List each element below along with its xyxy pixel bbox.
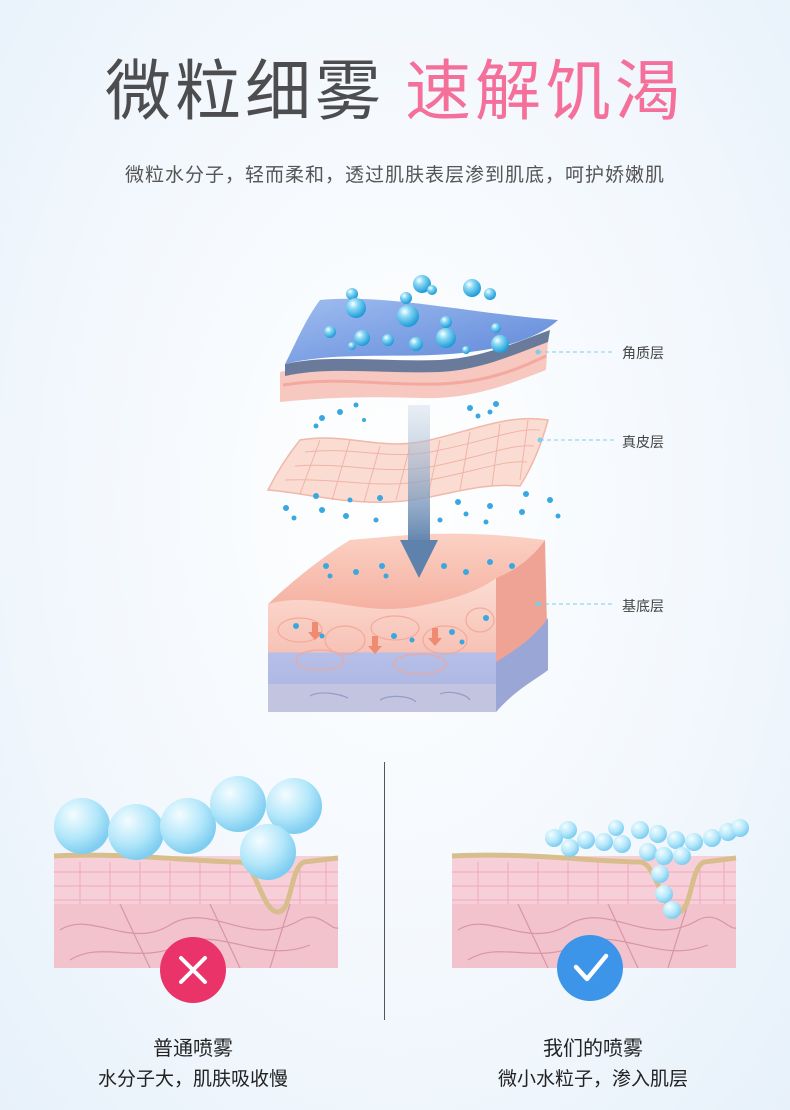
penetration-arrow-head — [400, 540, 438, 578]
basal-cube-bottom-band — [268, 684, 496, 712]
title-part-2: 速解饥渴 — [405, 53, 685, 130]
our-spray-description: 微小水粒子，渗入肌层 — [497, 1068, 688, 1090]
layer-leader-lines — [538, 351, 614, 605]
basal-cube-front — [268, 578, 496, 712]
penetration-arrow-shaft — [408, 405, 430, 545]
dermis-grid — [284, 419, 541, 503]
stratum-corneum-gray — [285, 330, 550, 376]
regular-spray-title: 普通喷雾 — [153, 1036, 233, 1060]
basal-cube-top — [268, 533, 545, 610]
title-part-1: 微粒细雾 — [105, 53, 385, 130]
water-droplets-middle — [283, 401, 561, 525]
regular-spray-description: 水分子大，肌肤吸收慢 — [97, 1068, 288, 1090]
basal-cube-right-blue — [496, 618, 548, 712]
basal-cells — [277, 607, 495, 675]
check-badge-circle — [557, 935, 623, 1001]
stratum-corneum-stripe — [282, 354, 547, 387]
label-stratum-corneum: 角质层 — [622, 346, 664, 362]
check-icon — [573, 953, 609, 982]
page-subtitle: 微粒水分子，轻而柔和，透过肌肤表层渗到肌底，呵护娇嫩肌 — [124, 164, 665, 186]
our-spray-title: 我们的喷雾 — [543, 1036, 643, 1060]
water-droplets-basal — [293, 559, 515, 645]
label-dermis: 真皮层 — [622, 435, 664, 451]
label-basal-layer: 基底层 — [622, 599, 664, 615]
water-bubbles-top — [324, 275, 509, 354]
check-badge — [557, 935, 623, 1001]
basal-outline-bottom — [309, 691, 471, 703]
comparison-divider — [384, 762, 385, 1020]
cross-badge — [160, 937, 226, 1003]
page-title: 微粒细雾速解饥渴 — [0, 52, 790, 132]
cross-icon — [179, 956, 207, 984]
absorption-arrows — [308, 622, 442, 654]
